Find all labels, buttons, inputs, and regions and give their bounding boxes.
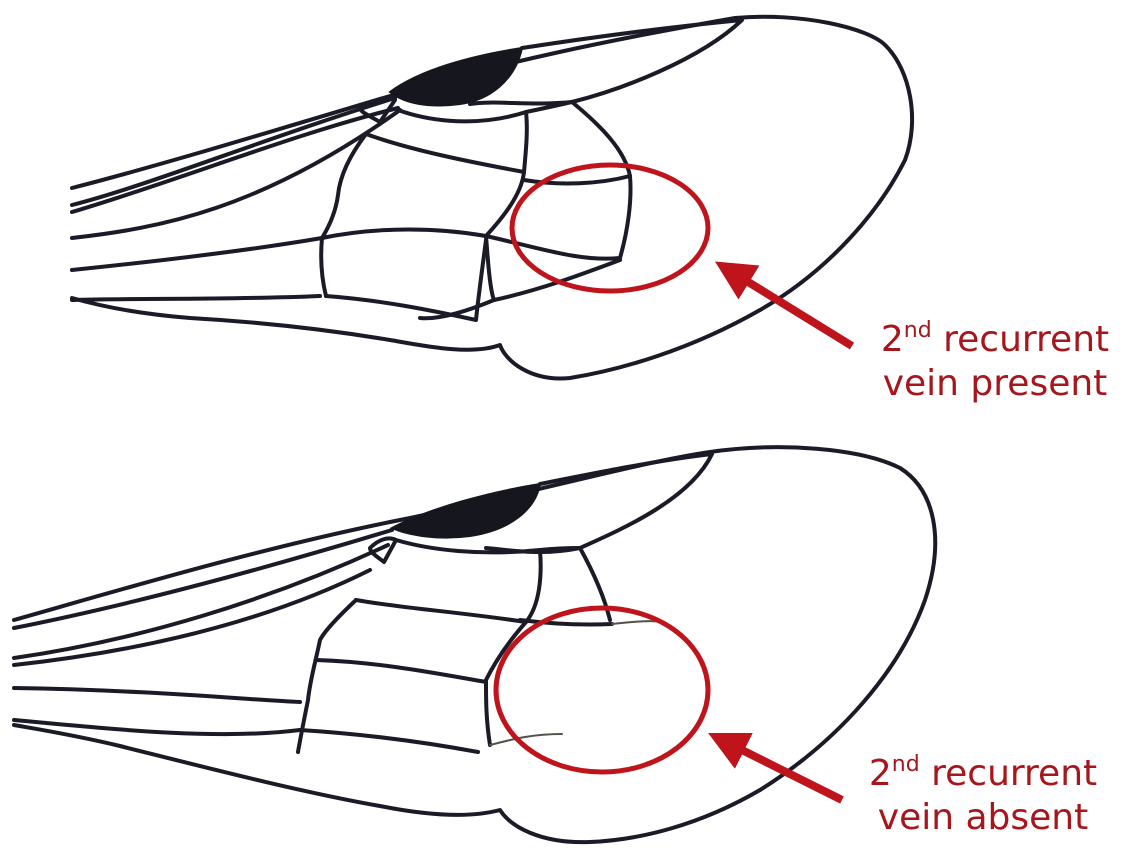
wing-top — [72, 17, 912, 379]
label-vein-present: 2nd recurrent vein present — [870, 318, 1120, 406]
wing-bottom-recurrent-stub — [490, 734, 562, 745]
label-vein-absent: 2nd recurrent vein absent — [858, 752, 1108, 840]
label-top-superscript: nd — [904, 318, 932, 343]
wing-top-horiz-3 — [322, 230, 486, 239]
wing-bottom-horiz-2 — [520, 620, 612, 625]
wing-top-cross-2 — [486, 112, 527, 236]
highlight-circle-top — [512, 165, 708, 291]
label-bottom-ordinal: 2 — [869, 753, 892, 794]
wing-bottom-costa — [14, 530, 392, 628]
highlight-circle-bottom — [496, 608, 708, 772]
wing-bottom-horiz-3 — [316, 660, 486, 682]
label-bottom-superscript: nd — [892, 752, 920, 777]
label-top-line2: vein present — [870, 362, 1120, 406]
arrow-bottom — [726, 742, 842, 800]
wing-bottom-discoidal — [486, 682, 490, 745]
wing-bottom-cubitus — [14, 688, 300, 702]
wing-top-costa — [72, 98, 395, 205]
label-top-line1: 2nd recurrent — [870, 318, 1120, 362]
label-bottom-line1: 2nd recurrent — [858, 752, 1108, 796]
wing-top-anal — [72, 296, 320, 300]
label-top-ordinal: 2 — [881, 319, 904, 360]
wing-bottom — [14, 447, 935, 842]
wing-bottom-horiz-1 — [356, 600, 526, 622]
label-bottom-line2: vein absent — [858, 796, 1108, 840]
arrow-top — [732, 272, 852, 346]
wing-bottom-stigma — [392, 484, 540, 538]
wing-bottom-cross-2 — [486, 550, 541, 680]
wing-top-second-recurrent-vein — [486, 236, 620, 259]
wing-bottom-subcosta — [14, 545, 388, 658]
wing-top-horiz-1 — [366, 134, 524, 172]
wing-top-stigma — [390, 48, 522, 106]
label-top-word: recurrent — [932, 319, 1109, 360]
wing-bottom-lower-cell — [300, 730, 478, 752]
wing-top-lower-cell — [326, 240, 486, 320]
label-bottom-word: recurrent — [920, 753, 1097, 794]
wing-top-cubitus — [72, 238, 322, 270]
